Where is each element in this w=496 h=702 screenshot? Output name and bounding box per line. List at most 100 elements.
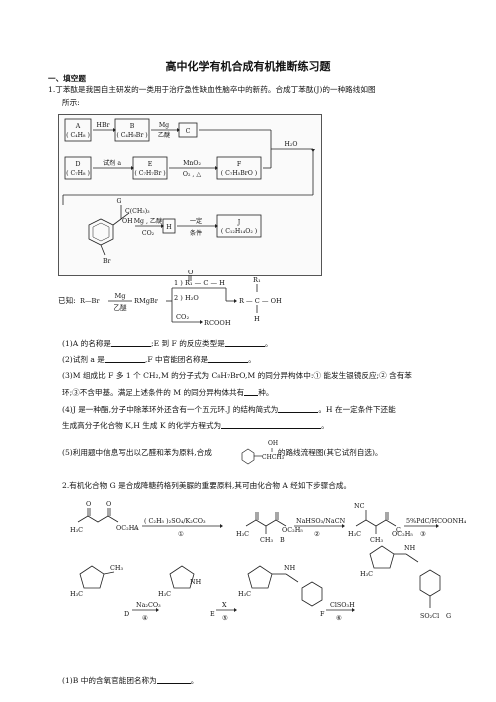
formula-A: ( C₄H₈ ) — [66, 132, 90, 139]
q2-label-F: F — [320, 610, 325, 618]
q2-reagent-6: ClSO₃H — [330, 601, 355, 609]
q2-step-2: ② — [314, 530, 320, 538]
q2-A-oc2h5: OC₂H₅ — [116, 524, 137, 532]
label-B: B — [130, 123, 135, 130]
answer-blank[interactable] — [244, 387, 259, 396]
reagent-o2-heat: O₂ , △ — [183, 171, 201, 178]
q2-scheme-diagram: H₃C O O OC₂H₅ A ( C₂H₅ )₂SO₄/K₂CO₃ ① H₃C… — [70, 500, 467, 622]
q2-C-ch3: CH₃ — [370, 536, 383, 544]
label-G: G — [117, 198, 122, 205]
group-tbu: C(CH₃)₃ — [125, 208, 150, 215]
known-reaction-diagram: R—Br Mg 乙醚 RMgBr O 1 ) R₁ — C — H 2 ) H₂… — [80, 270, 282, 327]
q2-A-h3c: H₃C — [70, 526, 83, 534]
answer-blank[interactable] — [221, 420, 322, 429]
label-D: D — [76, 161, 81, 168]
formula-E: ( C₇H₇Br ) — [134, 170, 165, 177]
box-D — [64, 156, 92, 180]
known-product-r1: R₁ — [253, 276, 261, 284]
answer-blank[interactable] — [111, 338, 152, 347]
q2-D-h3c: H₃C — [70, 590, 83, 598]
group-oh: OH — [122, 218, 133, 225]
label-E: E — [148, 161, 153, 168]
q1-sub3-line1: (3)M 组成比 F 多 1 个 CH₂,M 的分子式为 C₈H₇BrO,M 的… — [62, 371, 412, 380]
q5-oh: OH — [268, 440, 278, 447]
label-H: H — [166, 224, 172, 231]
q2-step-6: ⑥ — [336, 614, 342, 622]
q1-intro-line1: 1.丁苯酞是我国自主研发的一类用于治疗急性缺血性脑卒中的新药。合成丁苯酞(J)的… — [48, 85, 376, 94]
q2-C-oc2h5: OC₂H₅ — [392, 530, 413, 538]
q2-F-h3c: H₃C — [238, 590, 251, 598]
q2-E-nh: NH — [190, 578, 202, 586]
reagent-ether: 乙醚 — [158, 131, 170, 139]
reagent-h2o: H₂O — [285, 141, 298, 148]
known-rbr: R—Br — [80, 297, 100, 305]
q2-reagent-4: Na₂CO₃ — [136, 601, 161, 609]
formula-F: ( C₇H₅BrO ) — [221, 170, 257, 177]
q2-F-nh: NH — [284, 564, 296, 572]
formula-J: ( C₁₂H₁₄O₂ ) — [221, 228, 257, 235]
known-product-h: H — [254, 315, 260, 323]
q1-intro-line2: 所示: — [62, 98, 80, 107]
answer-blank[interactable] — [278, 404, 319, 413]
q2-A-o2: O — [106, 500, 111, 508]
q2-B-ch3: CH₃ — [260, 536, 273, 544]
q2-label-C: C — [396, 526, 401, 534]
q1-scheme-diagram: A ( C₄H₈ ) B ( C₄H₉Br ) C D ( C₇H₈ ) E (… — [62, 118, 315, 265]
reagent-co2: CO₂ — [142, 230, 155, 237]
known-o: O — [188, 270, 194, 276]
q1-sub3-line2: 环;③不含甲基。满足上述条件的 M 的同分异构体共有种。 — [62, 387, 274, 397]
known-product: R — C — OH — [239, 297, 282, 305]
q1-scheme-panel: A ( C₄H₈ ) B ( C₄H₉Br ) C D ( C₇H₈ ) E (… — [58, 114, 322, 276]
q2-label-B: B — [280, 536, 285, 544]
q1-sub4-line2: 生成高分子化合物 K,H 生成 K 的化学方程式为。 — [62, 420, 329, 430]
q2-step-3: ③ — [420, 530, 426, 538]
known-rcooh: RCOOH — [204, 319, 231, 327]
q2-G-h3c: H₃C — [360, 570, 373, 578]
reagent-mg: Mg — [159, 122, 169, 129]
document-title: 高中化学有机合成有机推断练习题 — [165, 60, 331, 73]
q2-label-G: G — [446, 612, 451, 620]
q2-C-nc: NC — [354, 502, 365, 510]
label-J: J — [237, 219, 241, 226]
q1-sub5: (5)利用题中信息写出以乙醛和苯为原料,合成的路线流程图(其它试剂自选)。 — [62, 448, 383, 457]
reagent-hbr: HBr — [97, 122, 110, 129]
answer-blank[interactable] — [208, 354, 249, 363]
q2-G-so2cl: SO₂Cl — [420, 612, 439, 620]
q5-chain: CHCH₃ — [262, 454, 285, 461]
known-co2: CO₂ — [176, 313, 189, 321]
section-heading: 一、填空题 — [48, 74, 86, 83]
reagent-condition-1: 一定 — [190, 217, 202, 225]
q2-intro: 2.有机化合物 G 是合成降糖药格列美脲的重要原料,其可由化合物 A 经如下步骤… — [62, 481, 352, 490]
q2-sub1: (1)B 中的含氧官能团名称为。 — [62, 675, 199, 685]
q2-B-oc2h5: OC₂H₅ — [282, 526, 303, 534]
label-F: F — [237, 161, 242, 168]
q2-step-4: ④ — [142, 614, 148, 622]
known-step2: 2 ) H₂O — [174, 294, 199, 302]
q2-label-E: E — [210, 610, 215, 618]
q2-D-ch3: CH₃ — [110, 564, 123, 572]
label-C: C — [186, 128, 191, 135]
reagent-mno2: MnO₂ — [183, 160, 201, 167]
q2-reagent-1: ( C₂H₅ )₂SO₄/K₂CO₃ — [144, 517, 206, 525]
reagent-condition-2: 条件 — [190, 229, 202, 237]
q2-B-h3c: H₃C — [236, 530, 249, 538]
q2-A-o1: O — [86, 500, 91, 508]
q2-reagent-3: 5%PdC/HCOONH₄ — [406, 517, 467, 525]
q2-reagent-5: X — [222, 601, 227, 609]
q2-step-1: ① — [178, 530, 184, 538]
q2-E-h3c: H₃C — [158, 590, 171, 598]
answer-blank[interactable] — [224, 338, 265, 347]
q5-target-structure: OH CHCH₃ — [241, 440, 285, 465]
q1-sub2: (2)试剂 a 是,F 中官能团名称是。 — [62, 354, 256, 364]
answer-blank[interactable] — [156, 675, 191, 684]
known-label: 已知: — [58, 296, 76, 305]
label-A: A — [75, 123, 81, 130]
answer-blank[interactable] — [104, 354, 145, 363]
benzene-ring-G — [88, 218, 114, 246]
q2-reagent-2: NaHSO₃/NaCN — [296, 517, 346, 525]
q1-sub1: (1)A 的名称是;E 到 F 的反应类型是。 — [62, 338, 273, 348]
known-step1: 1 ) R₁ — C — H — [174, 279, 225, 287]
box-A — [64, 118, 92, 142]
known-ether: 乙醚 — [113, 303, 127, 312]
